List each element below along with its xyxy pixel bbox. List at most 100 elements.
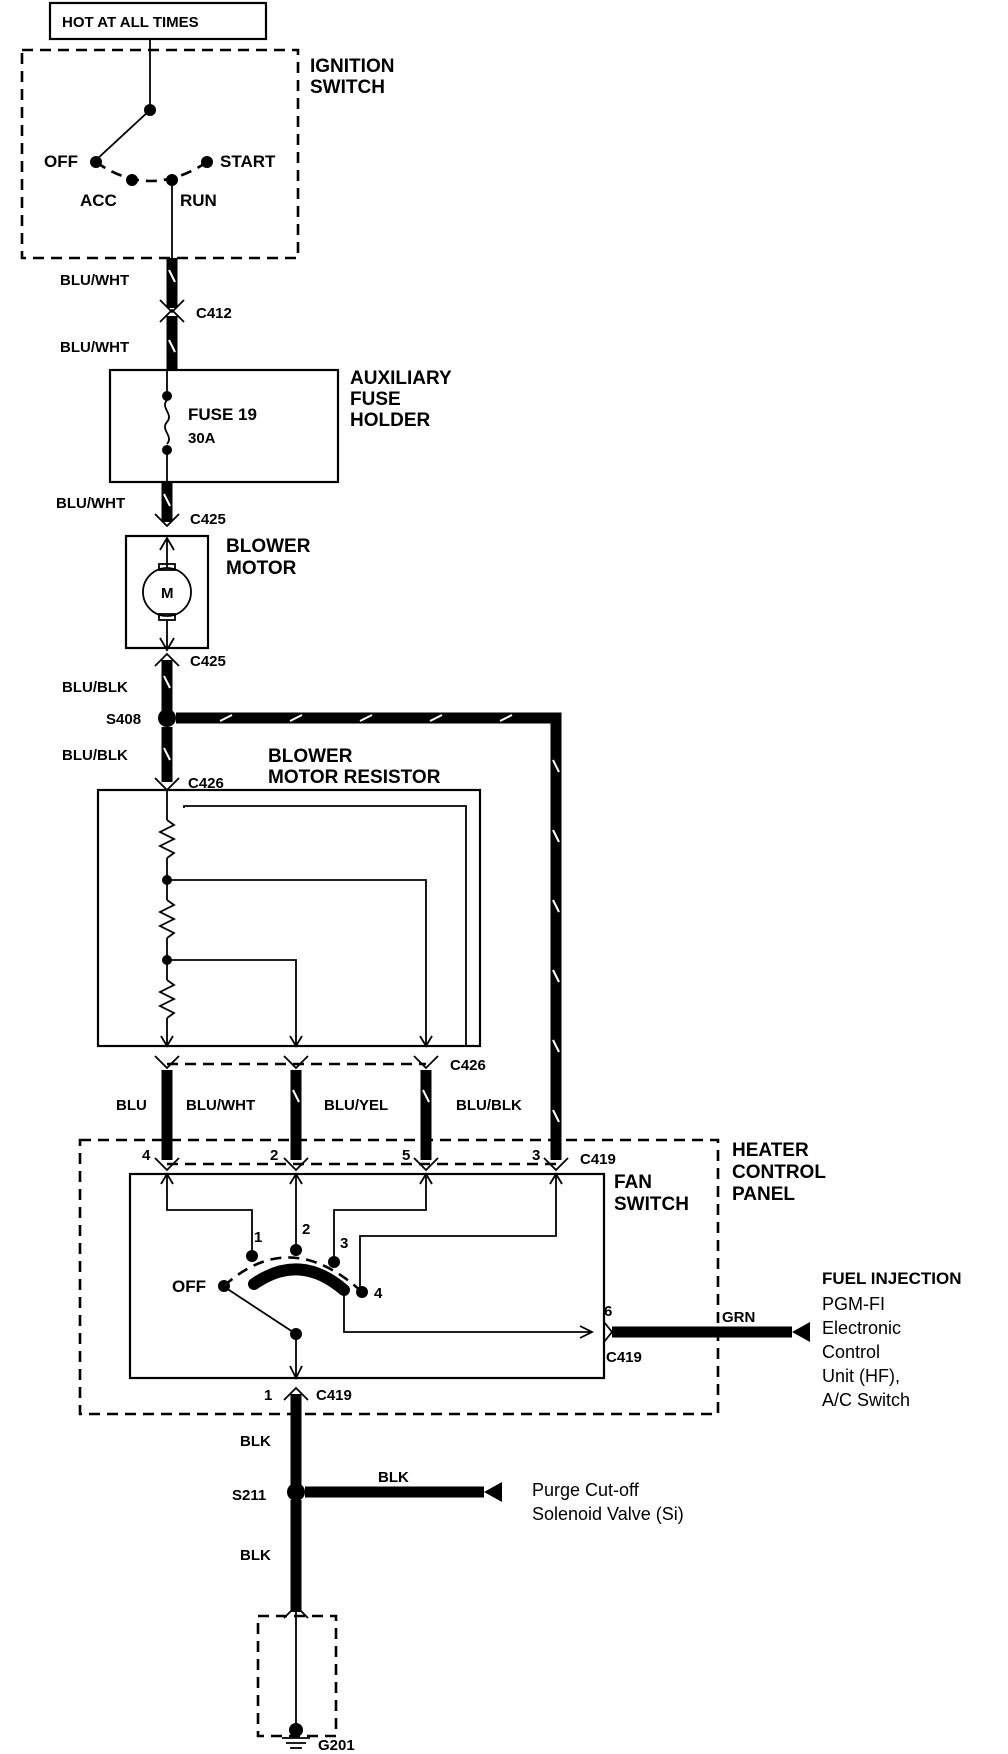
wire-stripe (422, 1089, 430, 1103)
wire-stripe (359, 714, 373, 722)
connector-c419c-label: C419 (606, 1349, 642, 1366)
fan-wire-pos1 (166, 1174, 253, 1252)
splice-s211-label: S211 (232, 1487, 266, 1504)
resistor-out-arrow-3 (419, 1035, 433, 1048)
fuse-terminal-top (162, 391, 172, 401)
ignition-acc-label: ACC (80, 191, 117, 210)
wire-label-blu-blk-2: BLU/BLK (62, 747, 128, 764)
ignition-switch-title-1: IGNITION (310, 56, 394, 77)
c419c-pin6 (603, 1321, 614, 1343)
fan-wire-pos4 (359, 1174, 557, 1290)
fan-arrow-pin4 (160, 1172, 174, 1185)
fuel-injection-line5: A/C Switch (822, 1390, 910, 1410)
fan-pos1-label: 1 (254, 1229, 262, 1246)
wire-stripe (552, 759, 560, 773)
wire-label-blk-2: BLK (378, 1469, 409, 1486)
resistor-2 (157, 899, 177, 939)
purge-valve-line2: Solenoid Valve (Si) (532, 1504, 684, 1524)
wire-stripe (552, 899, 560, 913)
wire-label-blk-3: BLK (240, 1547, 271, 1564)
connector-c425a-female (154, 513, 180, 528)
resistor-tap-1-wire (167, 879, 427, 1046)
pin-5-label: 5 (402, 1147, 410, 1164)
fuse-holder-title-1: AUXILIARY (350, 368, 452, 389)
fan-switch-arm (225, 1287, 297, 1335)
resistor-bypass-wire (183, 805, 467, 1046)
heater-panel-title-2: CONTROL (732, 1162, 826, 1183)
pin-4-label: 4 (142, 1147, 151, 1164)
ground-enclosure (256, 1614, 338, 1738)
fuse-rating: 30A (188, 430, 216, 447)
fuse-holder-box (108, 368, 340, 484)
blower-resistor-title-1: BLOWER (268, 746, 353, 767)
wire-label-blk-1: BLK (240, 1433, 271, 1450)
motor-brush-top (158, 563, 176, 571)
fan-arrow-pin5 (419, 1172, 433, 1185)
pin-6-label: 6 (604, 1303, 612, 1320)
wire-stripe (552, 969, 560, 983)
ignition-contact-arc (95, 160, 208, 183)
ignition-run-label: RUN (180, 191, 217, 210)
connector-c426a-label: C426 (188, 775, 224, 792)
heater-control-panel-box (78, 1138, 720, 1416)
wire-s408-branch (176, 712, 562, 1160)
ignition-arm (95, 109, 151, 161)
fan-wire-pin6 (343, 1290, 590, 1333)
fan-arrow-pin3 (549, 1172, 563, 1185)
fan-arrow-common (289, 1365, 303, 1381)
fan-contact-1 (246, 1250, 258, 1262)
resistor-out-arrow-2 (289, 1035, 303, 1048)
wire-stripe (292, 1089, 300, 1103)
connector-c419a-label: C419 (580, 1151, 616, 1168)
fan-wiper-bar (248, 1263, 350, 1296)
ignition-off-label: OFF (44, 152, 78, 171)
wire-stripe (219, 714, 233, 722)
power-source-box (48, 1, 268, 41)
motor-output-arrow (159, 637, 175, 652)
wire-stripe (168, 269, 176, 283)
wire-stripe (552, 1039, 560, 1053)
wire-label-blu-yel: BLU/YEL (324, 1097, 388, 1114)
fan-contact-2 (290, 1244, 302, 1256)
fan-switch-box (128, 1172, 606, 1380)
fuel-injection-line4: Unit (HF), (822, 1366, 900, 1386)
fan-arrow-pin6 (579, 1325, 595, 1339)
wire-label-blu: BLU (116, 1097, 147, 1114)
fan-contact-3 (328, 1256, 340, 1268)
motor-letter: M (161, 585, 174, 602)
fuel-injection-line2: Electronic (822, 1318, 901, 1338)
wire-label-grn: GRN (722, 1309, 755, 1326)
ignition-start-label: START (220, 152, 276, 171)
wire-stripe (429, 714, 443, 722)
wire-label-blu-wht-4: BLU/WHT (186, 1097, 255, 1114)
fuse-holder-title-3: HOLDER (350, 410, 431, 431)
wire-stripe (289, 714, 303, 722)
fuel-injection-connector (792, 1322, 810, 1342)
resistor-1 (157, 819, 177, 859)
c419b-pin1 (283, 1386, 309, 1401)
wire-label-blu-wht-1: BLU/WHT (60, 272, 129, 289)
power-source-label: HOT AT ALL TIMES (62, 14, 199, 31)
splice-s408-label: S408 (106, 711, 141, 728)
ignition-switch-title-2: SWITCH (310, 77, 385, 98)
splice-s408 (158, 709, 176, 727)
heater-panel-title-3: PANEL (732, 1184, 795, 1205)
connector-c412-male (159, 308, 185, 323)
pin-2-label: 2 (270, 1147, 278, 1164)
blower-resistor-box (96, 788, 482, 1048)
fan-contact-arc (223, 1256, 363, 1293)
blower-motor-title-2: MOTOR (226, 558, 297, 579)
purge-valve-line1: Purge Cut-off (532, 1480, 640, 1500)
fan-arrow-pin2 (289, 1172, 303, 1185)
connector-c426b-pin-bluyel (413, 1055, 439, 1070)
fan-pos3-label: 3 (340, 1235, 348, 1252)
connector-c425a-label: C425 (190, 511, 226, 528)
wire-stripe (168, 339, 176, 353)
blower-resistor-title-2: MOTOR RESISTOR (268, 767, 441, 788)
wire-stripe (163, 675, 171, 689)
connector-c425b-label: C425 (190, 653, 226, 670)
fuse-holder-title-2: FUSE (350, 389, 401, 410)
splice-s211 (287, 1483, 305, 1501)
fuse-element (164, 399, 170, 445)
